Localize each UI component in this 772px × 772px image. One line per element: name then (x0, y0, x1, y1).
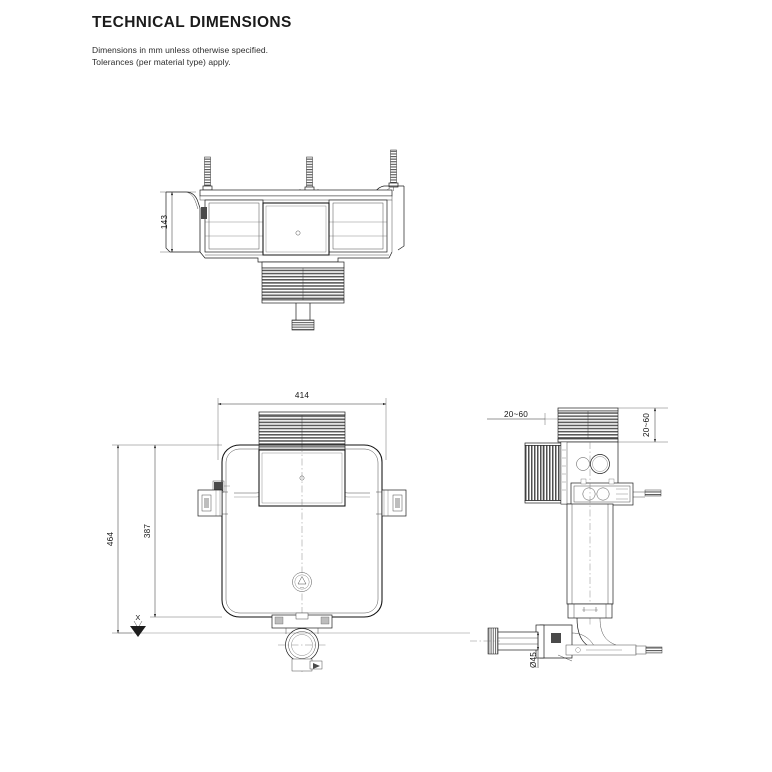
dimension-387: 387 (143, 444, 222, 618)
dimension-label-464: 464 (106, 532, 115, 547)
top-view-fin-block (261, 261, 345, 304)
top-view: 143 (160, 149, 405, 331)
units-note: Dimensions in mm unless otherwise specif… (92, 45, 269, 56)
dimension-label-clearance-vertical: 20~60 (642, 413, 651, 437)
dimension-clearance-horizontal: 20~60 (487, 410, 558, 425)
front-view-outlet (271, 612, 333, 672)
dimension-label-414: 414 (295, 391, 310, 400)
dimension-143: 143 (160, 191, 196, 253)
side-view-body (560, 441, 662, 625)
tolerance-note: Tolerances (per material type) apply. (92, 57, 231, 68)
front-view-fin-block (258, 411, 346, 451)
top-view-body (165, 185, 405, 263)
top-view-mounting-bolts (202, 149, 399, 194)
front-view: X 414 387 (106, 391, 470, 672)
page-title: TECHNICAL DIMENSIONS (92, 14, 292, 31)
front-view-mount-bracket-left (197, 489, 228, 517)
top-view-drop-tube (291, 303, 315, 331)
dimension-label-143: 143 (160, 215, 169, 230)
side-view-top-fins (557, 407, 619, 443)
side-view-drain-pipe (470, 617, 663, 662)
dimension-label-outlet-diameter: Ø45 (529, 652, 538, 668)
dimension-outlet-diameter: Ø45 (529, 631, 540, 668)
dimension-label-clearance-horizontal: 20~60 (504, 410, 528, 419)
dimension-464: 464 (106, 444, 150, 634)
header: TECHNICAL DIMENSIONS Dimensions in mm un… (92, 14, 292, 69)
side-view-radiator (524, 442, 562, 504)
front-view-emblem (292, 572, 312, 592)
front-view-mount-bracket-right (376, 489, 407, 517)
datum-marker-label: X (135, 613, 140, 622)
side-view: 20~60 20~60 Ø45 (470, 407, 668, 668)
dimension-clearance-vertical: 20~60 (618, 407, 668, 443)
dimension-414: 414 (217, 391, 387, 460)
front-view-body (212, 444, 383, 618)
dimension-label-387: 387 (143, 524, 152, 539)
datum-marker: X (130, 613, 146, 637)
